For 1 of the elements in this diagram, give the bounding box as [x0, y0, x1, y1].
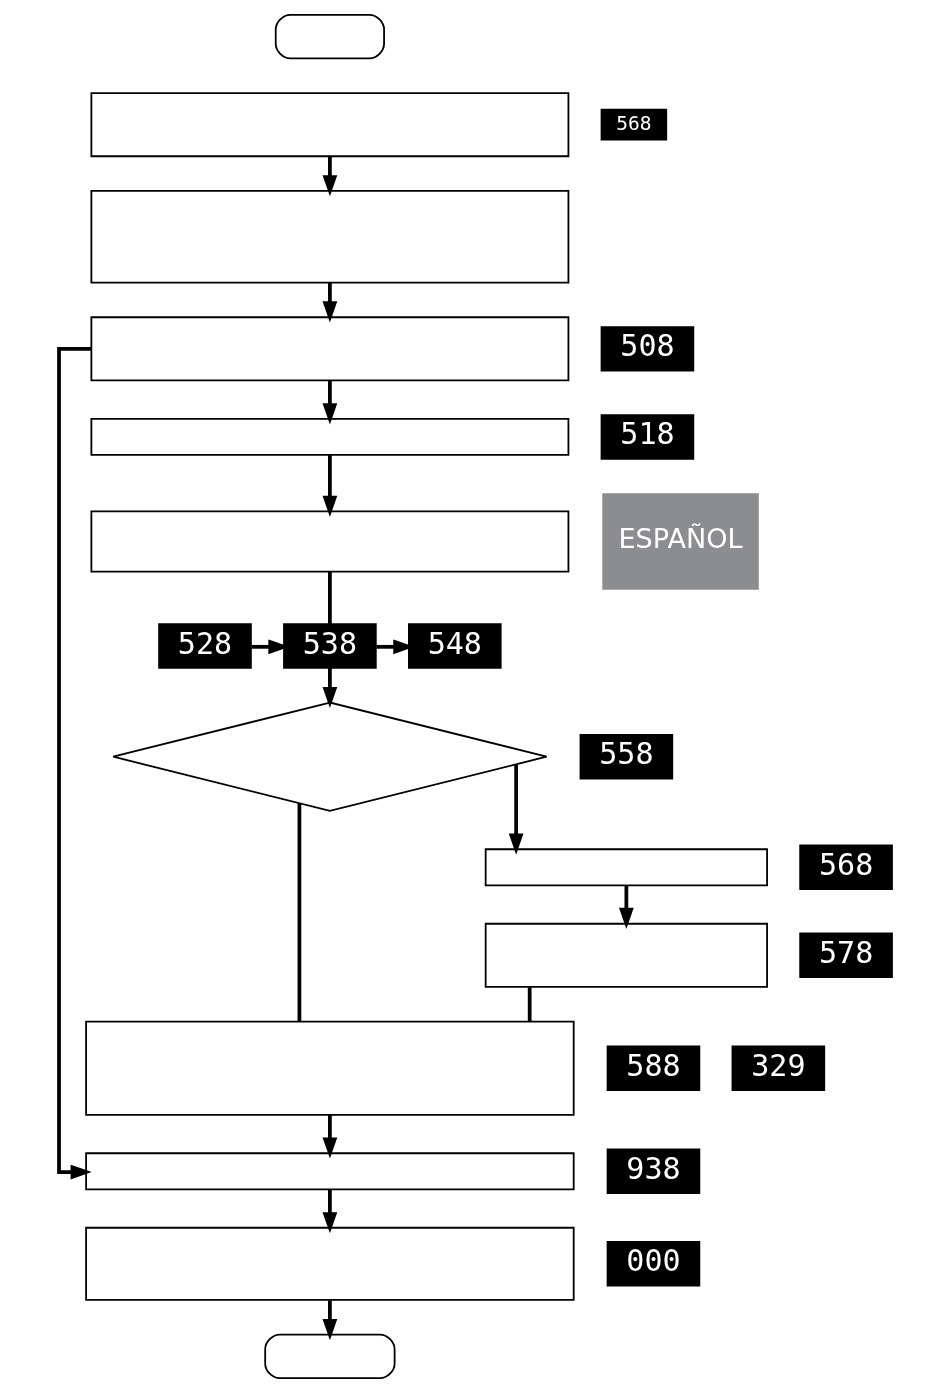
label: ESPAÑOL [618, 523, 743, 555]
